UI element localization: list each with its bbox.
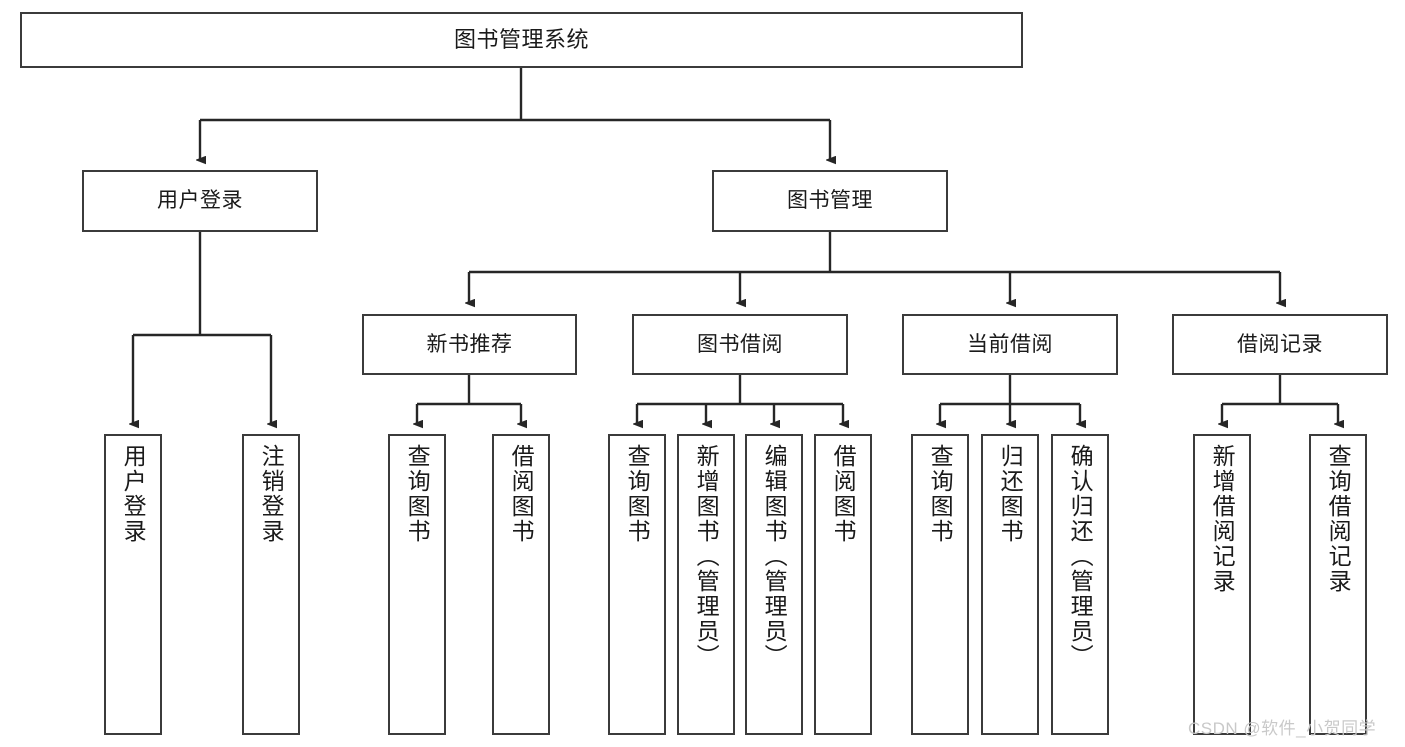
node-leaf-logout[interactable]: 注销登录 <box>242 434 300 735</box>
node-leaf-query-borrow-record[interactable]: 查询借阅记录 <box>1309 434 1367 735</box>
node-label: 编辑图书（管理员） <box>761 444 788 669</box>
node-leaf-return-book[interactable]: 归还图书 <box>981 434 1039 735</box>
node-borrow-record[interactable]: 借阅记录 <box>1172 314 1388 375</box>
node-label: 新增借阅记录 <box>1209 444 1236 594</box>
node-label: 图书管理 <box>787 189 873 213</box>
node-user-login[interactable]: 用户登录 <box>82 170 318 232</box>
node-label: 借阅图书 <box>508 444 535 544</box>
node-leaf-query-book-recommend[interactable]: 查询图书 <box>388 434 446 735</box>
node-label: 注销登录 <box>258 444 285 544</box>
node-label: 用户登录 <box>120 444 147 544</box>
node-label: 归还图书 <box>997 444 1024 544</box>
node-label: 新增图书（管理员） <box>693 444 720 669</box>
node-leaf-user-login[interactable]: 用户登录 <box>104 434 162 735</box>
node-system-root[interactable]: 图书管理系统 <box>20 12 1023 68</box>
node-label: 当前借阅 <box>967 332 1053 356</box>
node-label: 图书管理系统 <box>453 26 589 52</box>
node-leaf-add-borrow-record[interactable]: 新增借阅记录 <box>1193 434 1251 735</box>
node-leaf-query-book-borrow[interactable]: 查询图书 <box>608 434 666 735</box>
node-leaf-add-book[interactable]: 新增图书（管理员） <box>677 434 735 735</box>
node-book-borrow[interactable]: 图书借阅 <box>632 314 848 375</box>
node-leaf-edit-book[interactable]: 编辑图书（管理员） <box>745 434 803 735</box>
node-label: 借阅图书 <box>830 444 857 544</box>
node-label: 查询图书 <box>927 444 954 544</box>
node-label: 图书借阅 <box>697 332 783 356</box>
node-label: 新书推荐 <box>426 332 513 356</box>
node-label: 用户登录 <box>157 189 243 213</box>
node-label: 确认归还（管理员） <box>1067 444 1094 669</box>
node-current-borrow[interactable]: 当前借阅 <box>902 314 1118 375</box>
node-leaf-borrow-book-recommend[interactable]: 借阅图书 <box>492 434 550 735</box>
node-label: 借阅记录 <box>1237 332 1323 356</box>
node-leaf-borrow-book[interactable]: 借阅图书 <box>814 434 872 735</box>
node-leaf-confirm-return[interactable]: 确认归还（管理员） <box>1051 434 1109 735</box>
node-leaf-query-book-current[interactable]: 查询图书 <box>911 434 969 735</box>
node-new-book-recommend[interactable]: 新书推荐 <box>362 314 577 375</box>
node-label: 查询图书 <box>404 444 431 544</box>
csdn-watermark: CSDN @软件_小贺同学 <box>1188 719 1377 738</box>
node-book-manage[interactable]: 图书管理 <box>712 170 948 232</box>
node-label: 查询借阅记录 <box>1325 444 1352 594</box>
node-label: 查询图书 <box>624 444 651 544</box>
